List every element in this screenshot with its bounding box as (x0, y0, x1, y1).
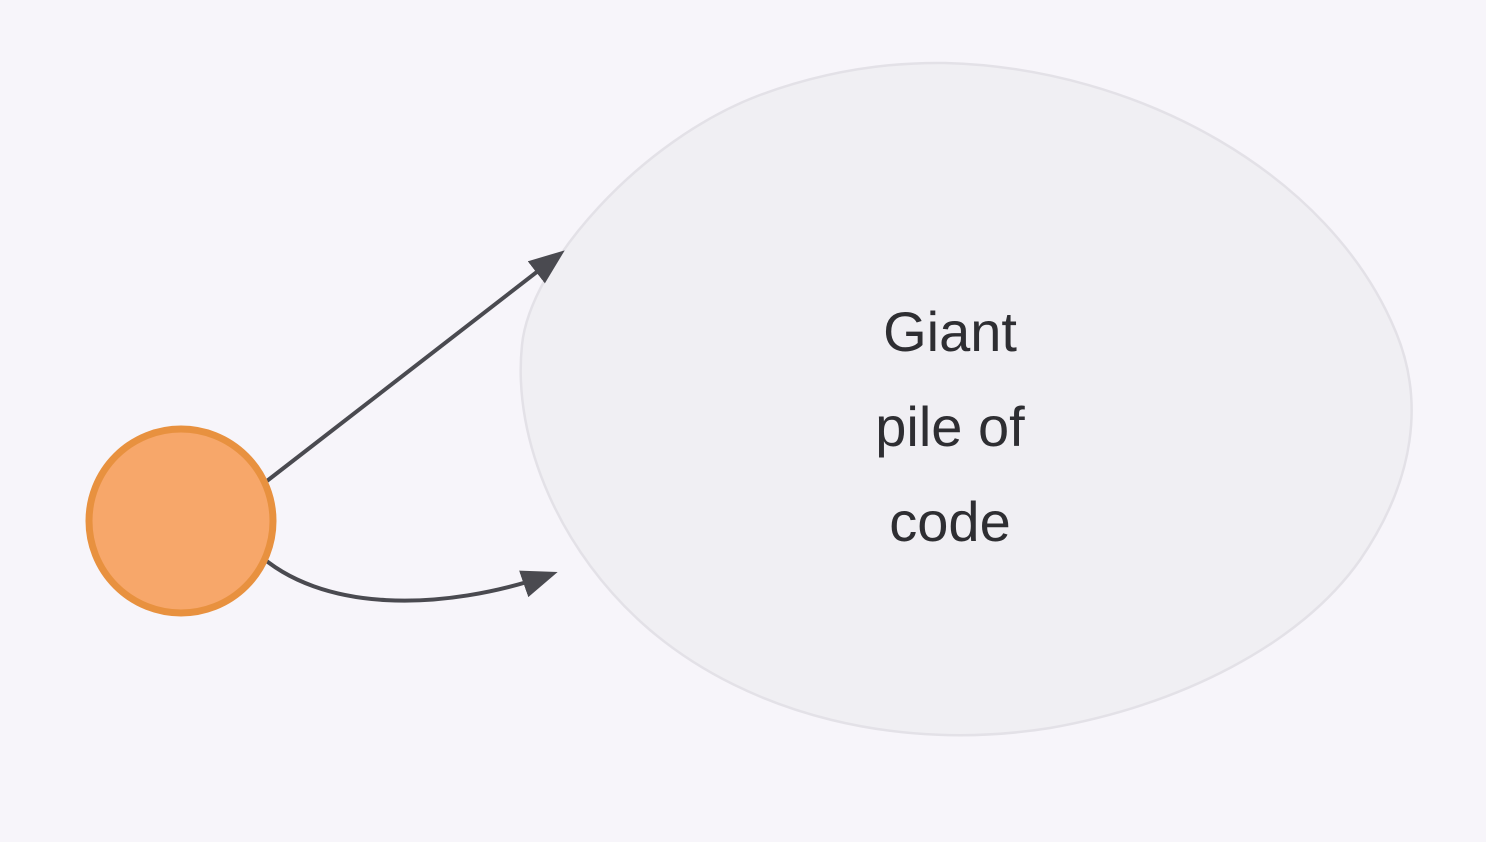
arrow-straight (261, 250, 565, 486)
blob-label-line-3: code (889, 490, 1010, 553)
blob-label-line-1: Giant (883, 300, 1017, 363)
arrow-curved (254, 550, 558, 603)
code-pile-blob (519, 61, 1413, 737)
orange-circle-node (85, 425, 277, 617)
blob-label-line-2: pile of (875, 395, 1025, 458)
